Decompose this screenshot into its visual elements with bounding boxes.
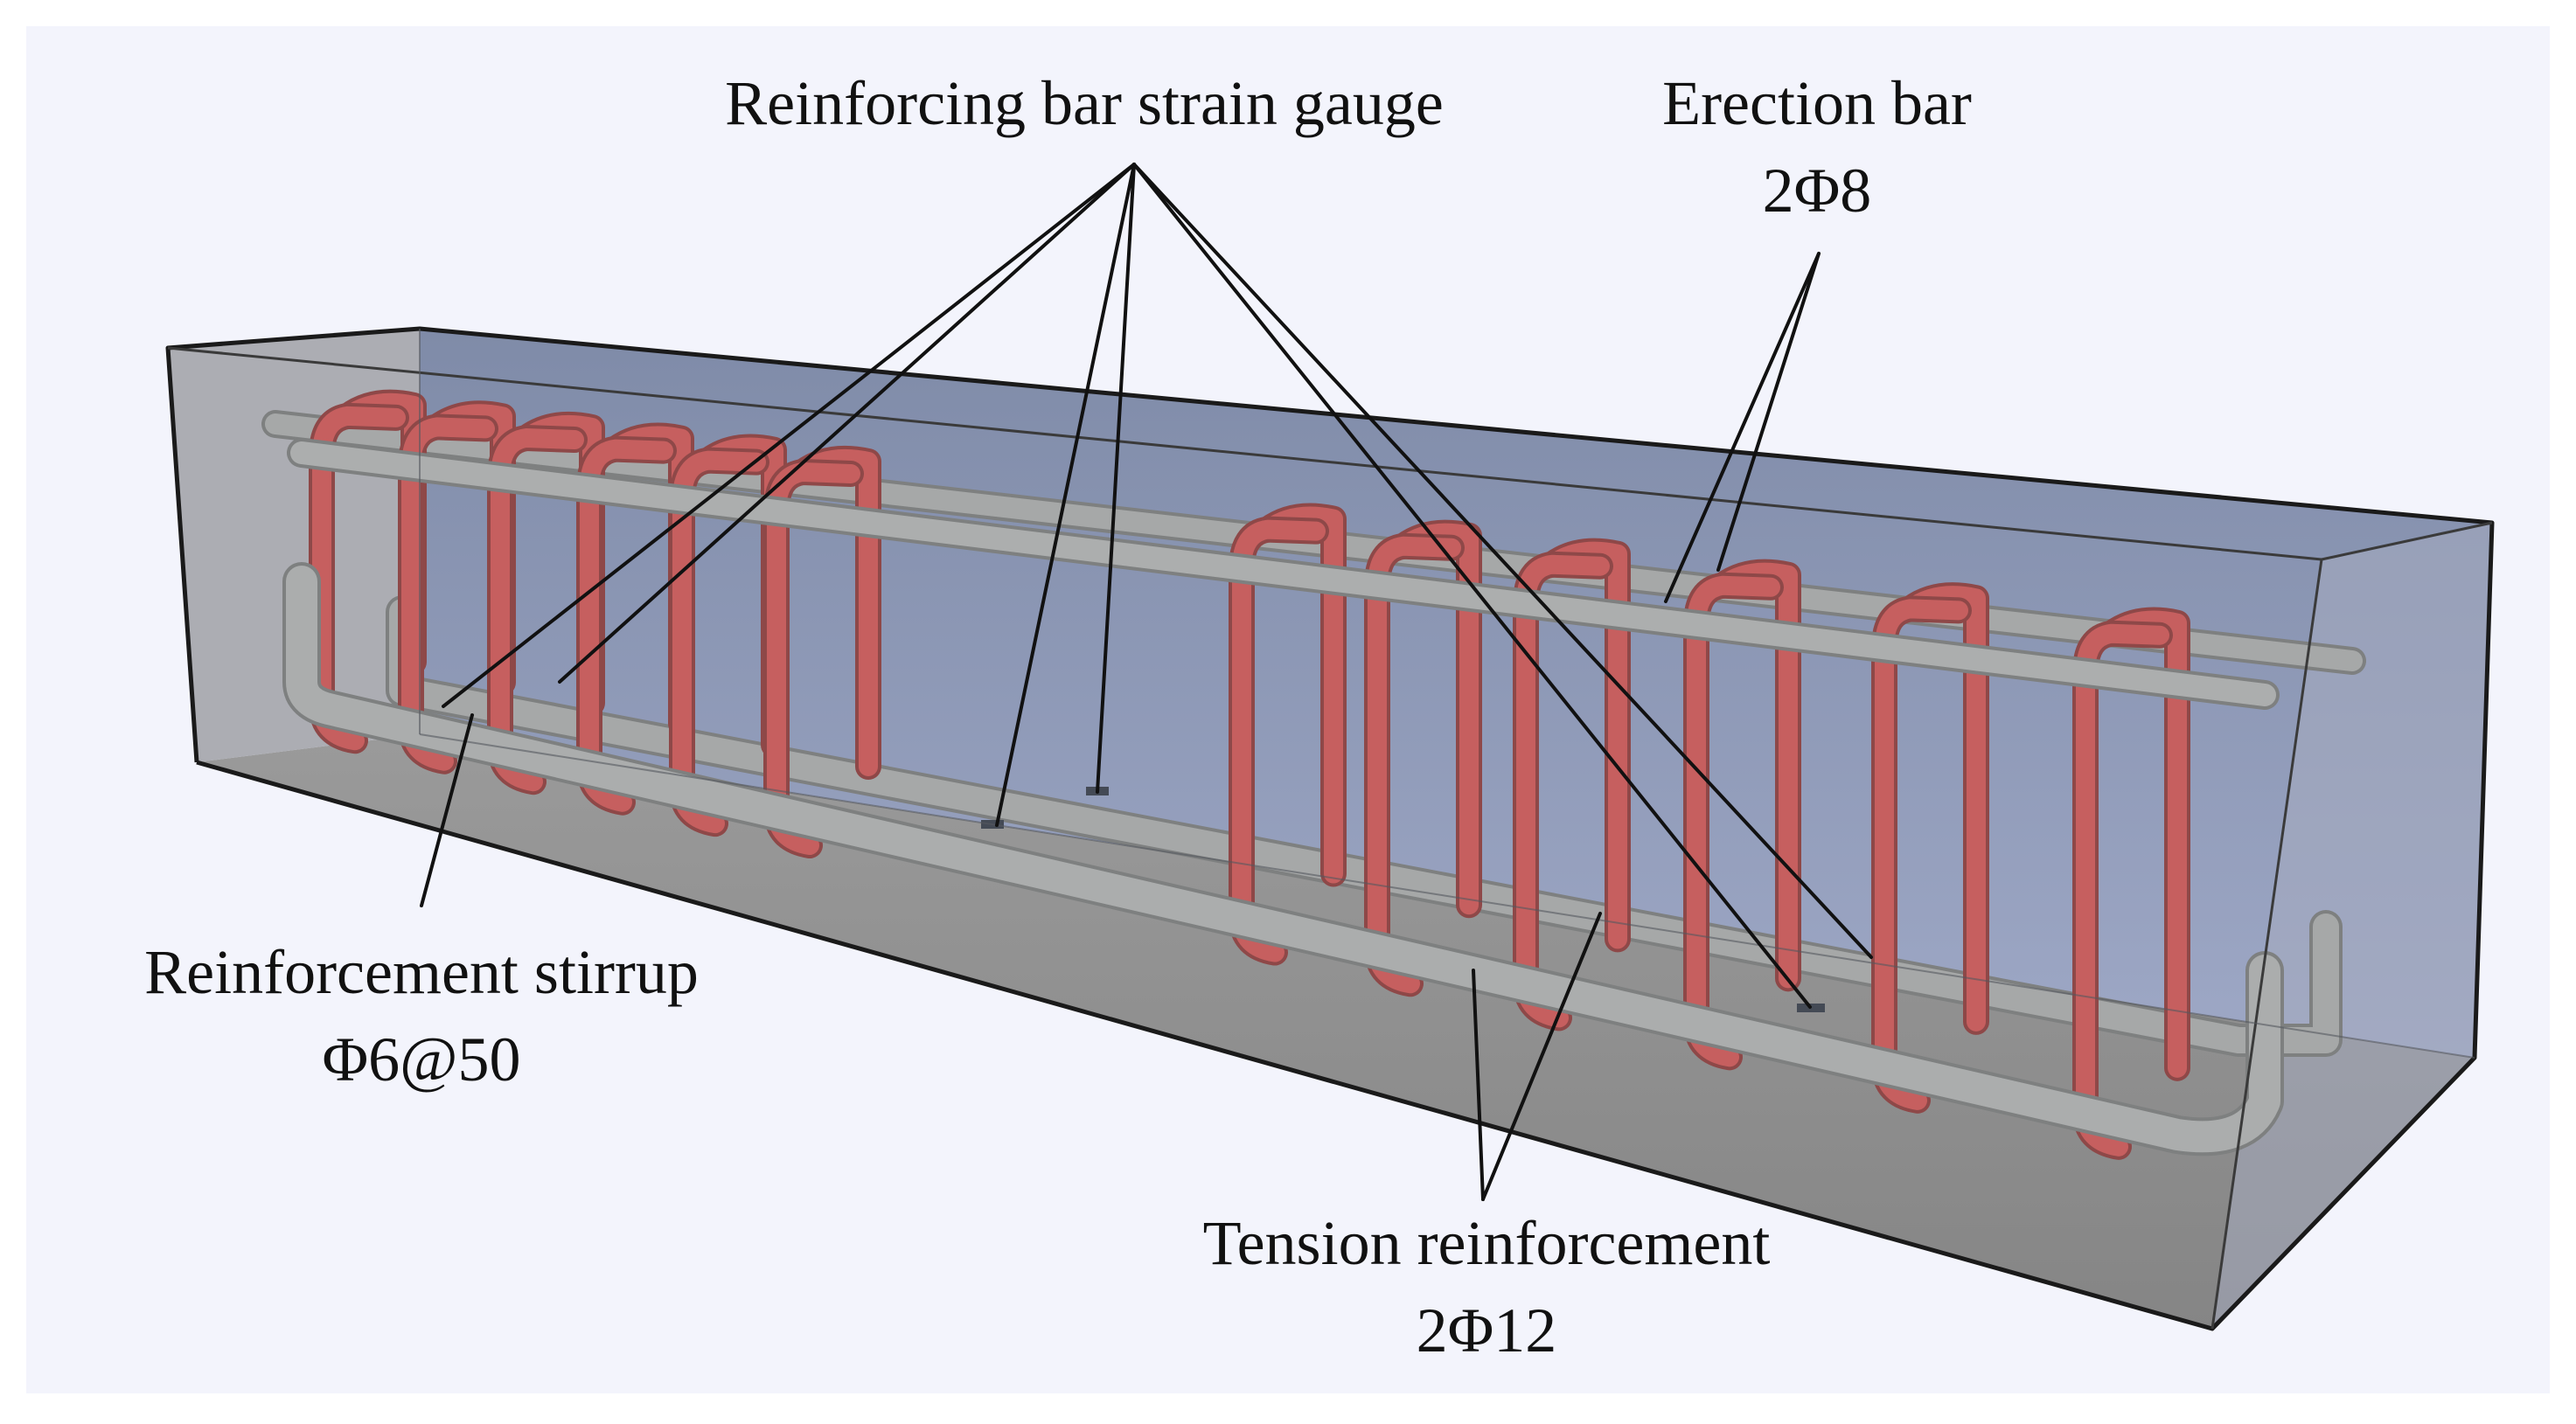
beam-right-end (2212, 523, 2492, 1329)
beam-outline (165, 326, 2495, 1331)
rebar-cage (261, 389, 2366, 1160)
beam-floor (197, 734, 2475, 1329)
tension-spec: 2Φ12 (1416, 1295, 1557, 1365)
erection-leader (1664, 252, 1821, 603)
tension-label: Tension reinforcement (1202, 1208, 1771, 1278)
gauge-leader (558, 163, 1136, 684)
gauge-leader (442, 163, 1136, 708)
leader-lines (420, 163, 1873, 1201)
stirrup-spec: Φ6@50 (322, 1025, 521, 1094)
gauge-leader (1132, 163, 1812, 1009)
stirrup-label: Reinforcement stirrup (144, 937, 699, 1007)
erection-leader (1716, 252, 1821, 572)
tension-leader (1472, 969, 1485, 1201)
strain-gauge-label: Reinforcing bar strain gauge (725, 68, 1444, 138)
stirrup-leader (420, 713, 474, 907)
gauge-leader (1096, 163, 1136, 794)
gauge-leader (1132, 163, 1873, 959)
erection-bar-label: Erection bar (1662, 68, 1972, 138)
erection-bar-spec: 2Φ8 (1762, 156, 1872, 226)
gauge-leader (995, 163, 1136, 827)
tension-leader (1481, 912, 1602, 1201)
